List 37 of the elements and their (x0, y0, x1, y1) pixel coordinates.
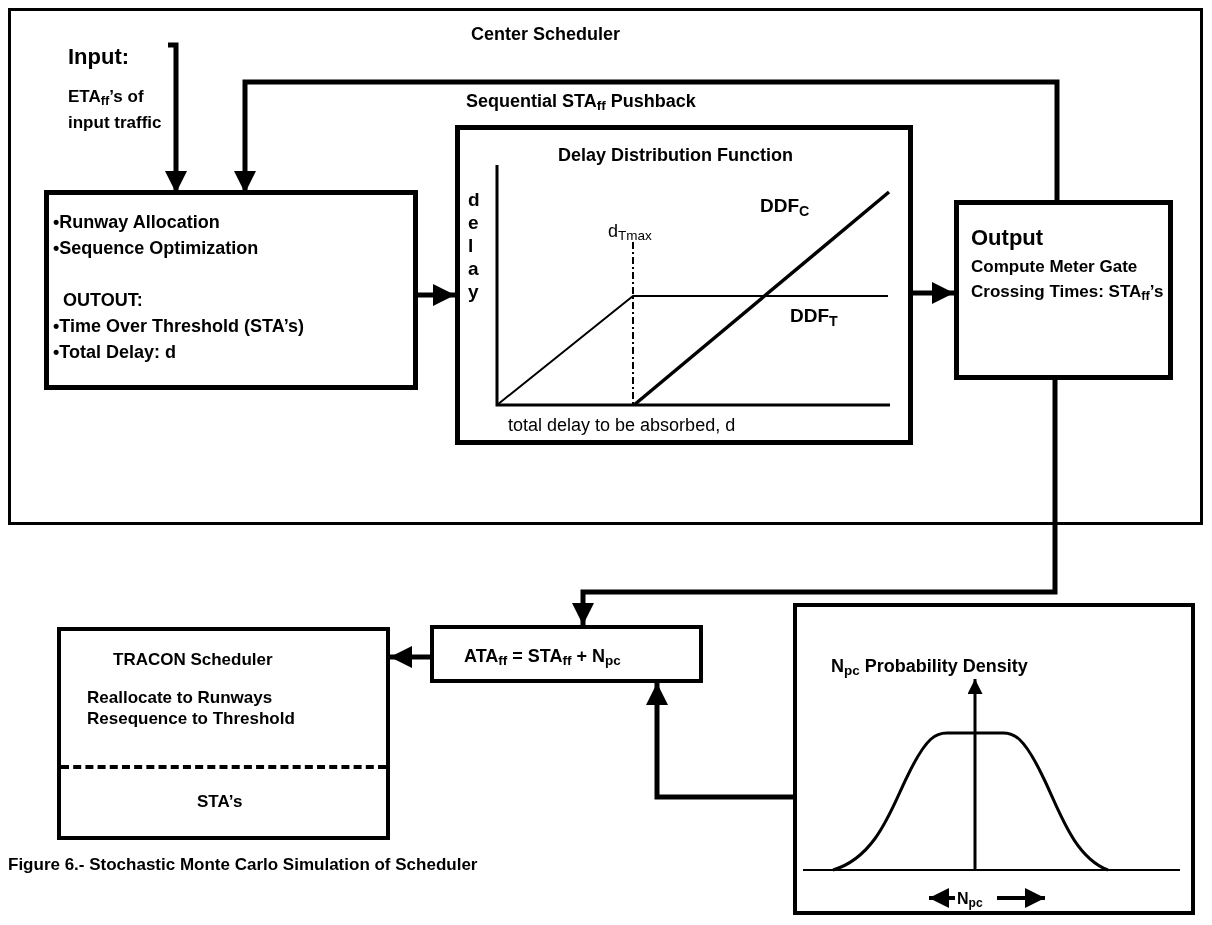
process-box (954, 200, 1173, 380)
bullet-item: •Time Over Threshold (STA’s) (53, 315, 305, 338)
input-description: ETA$_{ff}$’s of input traffic (68, 86, 163, 135)
bullet-item: •Sequence Optimization (53, 237, 259, 260)
input-heading: Input: (68, 43, 130, 71)
axis-label: N$_{pc}$ (957, 889, 983, 911)
distribution-box (793, 603, 1195, 915)
box-title: TRACON Scheduler (113, 649, 273, 671)
box-description: Reallocate to Runways Resequence to Threshold (87, 687, 296, 730)
curve-label: DDF$_{C}$ (760, 194, 810, 221)
process-box (44, 190, 418, 390)
box-title: Output (971, 224, 1044, 252)
formula-box (430, 625, 703, 683)
plot-title: N$_{pc}$ Probability Density (831, 655, 1028, 680)
arrow (572, 380, 1058, 625)
axis-label: delay (468, 188, 480, 303)
threshold-label: d$_{Tmax}$ (608, 220, 652, 245)
frame-title: Center Scheduler (471, 23, 621, 46)
arrow (390, 646, 430, 668)
process-box (57, 627, 390, 840)
arrow (418, 284, 455, 306)
output-heading: OUTOUT: (63, 289, 143, 312)
axis-label: total delay to be absorbed, d (508, 414, 736, 437)
scheduler-frame (8, 8, 1203, 525)
bullet-item: •Total Delay: d (53, 341, 176, 364)
arrow (234, 79, 1060, 200)
bullet-item: •Runway Allocation (53, 211, 220, 234)
caption: Figure 6.- Stochastic Monte Carlo Simulation of Scheduler (8, 854, 478, 876)
plot-box (455, 125, 913, 445)
arrow (646, 683, 793, 800)
arrow (913, 282, 954, 304)
arrow (165, 42, 187, 193)
box-output: STA’s (197, 791, 243, 813)
formula: ATA$_{ff}$ = STA$_{ff}$ + N$_{pc}$ (464, 645, 621, 670)
curve-label: DDF$_{T}$ (790, 304, 838, 331)
plot-title: Delay Distribution Function (558, 144, 793, 167)
box-description: Compute Meter Gate Crossing Times: STA$_{ff}$’s (971, 256, 1165, 305)
